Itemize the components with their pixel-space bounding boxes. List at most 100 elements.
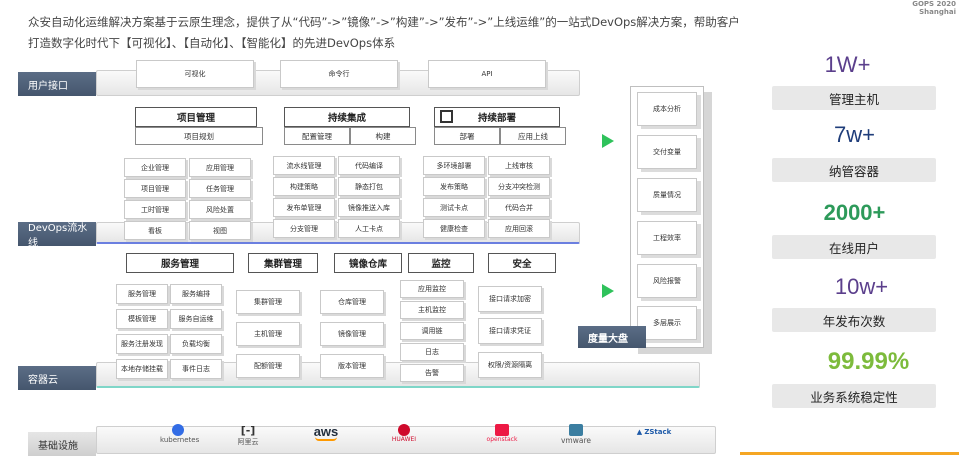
cd-cell-6: 代码合并 [488, 198, 550, 217]
svc-cell-8: 事件日志 [170, 359, 222, 379]
container-cloud-label: 容器云 [18, 366, 96, 390]
cd-sub-release: 应用上线 [500, 127, 566, 145]
metrics-tower [630, 86, 704, 348]
cd-cell-4: 分支冲突检测 [488, 177, 550, 196]
openstack-icon [495, 424, 509, 436]
stat-label-containers: 纳管容器 [772, 158, 936, 182]
metric-item-quality: 质量情况 [637, 178, 697, 212]
huawei-icon [398, 424, 410, 436]
monitor-cell-4: 日志 [400, 343, 464, 361]
monitor-cell-3: 调用链 [400, 322, 464, 340]
stat-value-releases: 10w+ [834, 274, 889, 299]
cd-cell-8: 应用回滚 [488, 219, 550, 238]
pm-cell-3: 项目管理 [124, 179, 186, 198]
conference-line2: Shanghai [919, 8, 956, 16]
security-cell-1: 接口请求加密 [478, 286, 542, 312]
cluster-cell-2: 主机管理 [236, 322, 300, 346]
kubernetes-label: kubernetes [160, 436, 200, 444]
cd-head: 持续部署 [434, 107, 560, 127]
pm-cell-4: 任务管理 [189, 179, 251, 198]
stat-value-containers: 7w+ [834, 122, 875, 147]
stat-label-releases: 年发布次数 [772, 308, 936, 332]
ui-item-api: API [428, 60, 546, 88]
repo-cell-1: 仓库管理 [320, 290, 384, 314]
zstack-label: ZStack [644, 428, 672, 436]
repo-cell-3: 版本管理 [320, 354, 384, 378]
security-cell-2: 接口请求凭证 [478, 318, 542, 344]
cd-cell-1: 多环境部署 [423, 156, 485, 175]
metric-item-delivery: 交付变量 [637, 135, 697, 169]
metric-item-cost: 成本分析 [637, 92, 697, 126]
conference-line1: GOPS 2020 [912, 0, 956, 8]
intro-text: 众安自动化运维解决方案基于云原生理念，提供了从“代码”->”镜像”->”构建”-… [28, 15, 740, 50]
monitor-cell-2: 主机监控 [400, 301, 464, 319]
metric-item-efficiency: 工程效率 [637, 221, 697, 255]
ci-cell-4: 静态打包 [338, 177, 400, 196]
infrastructure-label: 基础设施 [28, 432, 96, 456]
vmware-logo: vmware [556, 424, 596, 445]
metric-item-display: 多层展示 [637, 306, 697, 340]
cd-cell-2: 上线审核 [488, 156, 550, 175]
svc-cell-5: 服务注册发现 [116, 334, 168, 354]
ci-sub-build: 构建 [350, 127, 416, 145]
svc-cell-3: 模板管理 [116, 309, 168, 329]
cluster-cell-1: 集群管理 [236, 290, 300, 314]
monitor-head: 监控 [408, 253, 474, 273]
conference-logo: GOPS 2020 Shanghai [892, 0, 956, 16]
cd-cell-7: 健康检查 [423, 219, 485, 238]
play-icon-bottom [602, 284, 614, 298]
kubernetes-logo: kubernetes [160, 424, 200, 444]
stat-label-users: 在线用户 [772, 235, 936, 259]
stat-value-hosts: 1W+ [824, 52, 871, 77]
openstack-label: openstack [486, 436, 518, 443]
stat-label-stability: 业务系统稳定性 [772, 384, 936, 408]
cluster-cell-3: 配额管理 [236, 354, 300, 378]
ci-cell-5: 发布单管理 [273, 198, 335, 217]
stat-value-stability: 99.99% [827, 348, 910, 375]
cd-cell-5: 测试卡点 [423, 198, 485, 217]
ci-cell-3: 构建策略 [273, 177, 335, 196]
repo-cell-2: 镜像管理 [320, 322, 384, 346]
aws-smile-icon [315, 437, 337, 441]
devops-label: DevOps流水线 [18, 222, 96, 249]
vmware-label: vmware [560, 436, 591, 445]
ci-cell-1: 流水线管理 [273, 156, 335, 175]
ci-cell-6: 镜像推送入库 [338, 198, 400, 217]
security-cell-3: 权限/资源隔离 [478, 352, 542, 378]
openstack-logo: openstack [482, 424, 522, 443]
user-interface-label: 用户接口 [18, 72, 96, 96]
monitor-cell-5: 告警 [400, 364, 464, 382]
project-mgmt-head: 项目管理 [135, 107, 257, 127]
zstack-logo: ▲ ZStack [632, 428, 676, 436]
zstack-icon: ▲ [636, 428, 643, 436]
stat-value-users: 2000+ [823, 200, 886, 225]
pm-cell-5: 工时管理 [124, 200, 186, 219]
metric-item-risk: 风险报警 [637, 264, 697, 298]
aliyun-label: 阿里云 [237, 438, 259, 446]
cd-logo-icon [440, 110, 453, 123]
aliyun-icon: [-] [240, 424, 256, 437]
ci-cell-7: 分支管理 [273, 219, 335, 238]
aws-label: aws [313, 424, 339, 439]
pm-cell-8: 视图 [189, 221, 251, 240]
cd-sub-deploy: 部署 [434, 127, 500, 145]
stat-label-hosts: 管理主机 [772, 86, 936, 110]
svc-cell-2: 服务编排 [170, 284, 222, 304]
image-repo-head: 镜像仓库 [334, 253, 402, 273]
svc-cell-4: 服务自运维 [170, 309, 222, 329]
ci-cell-8: 人工卡点 [338, 219, 400, 238]
pm-cell-2: 应用管理 [189, 158, 251, 177]
svc-cell-6: 负载均衡 [170, 334, 222, 354]
monitor-cell-1: 应用监控 [400, 280, 464, 298]
huawei-logo: HUAWEI [386, 424, 422, 443]
aws-logo: aws [306, 424, 346, 441]
service-mgmt-head: 服务管理 [126, 253, 234, 273]
aliyun-logo: [-] 阿里云 [230, 424, 266, 447]
kubernetes-icon [172, 424, 184, 436]
ui-item-cli: 命令行 [280, 60, 398, 88]
ci-sub-config: 配置管理 [284, 127, 350, 145]
metrics-dashboard-label: 度量大盘 [578, 326, 646, 348]
play-icon-top [602, 134, 614, 148]
pm-cell-6: 风险处置 [189, 200, 251, 219]
pm-cell-1: 企业管理 [124, 158, 186, 177]
